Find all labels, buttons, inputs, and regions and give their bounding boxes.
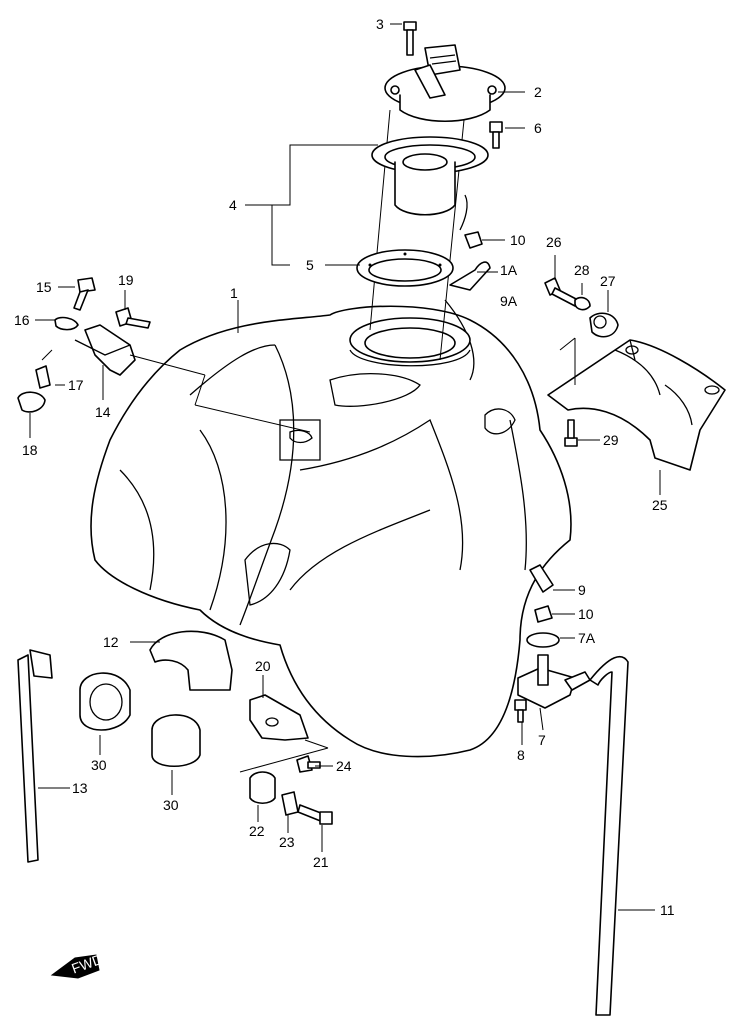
- bracket-part-20: [239, 694, 329, 773]
- callout-27: 27: [600, 273, 616, 289]
- callout-28: 28: [574, 262, 590, 278]
- cushion-part-30-lower: [151, 714, 201, 767]
- callout-30-lower: 30: [163, 797, 179, 813]
- callout-13: 13: [72, 780, 88, 796]
- leader-lines: [29, 23, 661, 911]
- callout-18: 18: [22, 442, 38, 458]
- cushion-part-22: [249, 771, 276, 805]
- spacer-part-23: [281, 791, 299, 816]
- callout-30-upper: 30: [91, 757, 107, 773]
- callout-4: 4: [229, 197, 237, 213]
- callout-25: 25: [652, 497, 668, 513]
- callout-7: 7: [538, 732, 546, 748]
- callout-14: 14: [95, 404, 111, 420]
- bolt-part-29: [564, 419, 578, 447]
- callout-23: 23: [279, 834, 295, 850]
- fwd-arrow-icon: FWD: [50, 951, 105, 979]
- callout-6: 6: [534, 120, 542, 136]
- clamp-part-10-upper: [464, 231, 483, 249]
- bolt-part-15: [73, 277, 96, 311]
- callout-22: 22: [249, 823, 265, 839]
- callout-8: 8: [517, 747, 525, 763]
- callout-29: 29: [603, 432, 619, 448]
- band-part-13: [17, 649, 53, 863]
- callout-9: 9: [578, 582, 586, 598]
- fuel-pump-gasket-part-4: [371, 136, 489, 231]
- callout-19: 19: [118, 272, 134, 288]
- clamp-part-10-lower: [534, 605, 553, 623]
- hose-part-11: [589, 655, 629, 1016]
- callout-17: 17: [68, 377, 84, 393]
- bolt-part-24: [296, 755, 321, 773]
- callout-11: 11: [660, 902, 675, 918]
- callout-16: 16: [14, 312, 30, 328]
- spacer-part-28: [574, 296, 591, 311]
- bolt-part-21: [297, 804, 333, 825]
- callout-24: 24: [336, 758, 352, 774]
- bolt-part-6: [489, 121, 503, 149]
- callout-21: 21: [313, 854, 329, 870]
- callout-7a: 7A: [578, 630, 596, 646]
- hose-part-9: [529, 564, 554, 593]
- gasket-part-5: [356, 249, 454, 287]
- bolt-part-26: [544, 277, 579, 307]
- collar-part-16: [54, 316, 79, 331]
- hose-part-1a: [449, 261, 491, 291]
- bracket-part-25: [547, 337, 726, 471]
- spacer-part-17: [35, 349, 53, 389]
- fuel-tank-part-1: [90, 109, 572, 758]
- callout-20: 20: [255, 658, 271, 674]
- callout-10-lower: 10: [578, 606, 594, 622]
- callout-3: 3: [376, 16, 384, 32]
- callout-labels: 3 2 6 4 10 26 5 28 1A 27 15 19 1 9A 16 1…: [14, 16, 675, 918]
- callout-1: 1: [230, 285, 238, 301]
- cushion-part-18: [17, 391, 46, 413]
- bolt-part-8: [514, 699, 527, 723]
- callout-2: 2: [534, 84, 542, 100]
- callout-26: 26: [546, 234, 562, 250]
- callout-9a: 9A: [500, 293, 518, 309]
- screw-part-3: [403, 21, 417, 56]
- fuel-cock-part-7: [517, 654, 591, 709]
- callout-5: 5: [306, 257, 314, 273]
- callout-10-upper: 10: [510, 232, 526, 248]
- cover-part-12: [149, 630, 233, 691]
- o-ring-part-7a: [526, 632, 560, 648]
- bracket-part-14: [74, 324, 311, 433]
- callout-1a: 1A: [500, 262, 518, 278]
- bolt-part-19: [115, 307, 151, 329]
- cushion-part-27: [589, 312, 619, 338]
- fuel-pump-part-2: [384, 44, 506, 123]
- callout-15: 15: [36, 279, 52, 295]
- cushion-part-30-upper: [79, 672, 131, 731]
- callout-12: 12: [103, 634, 119, 650]
